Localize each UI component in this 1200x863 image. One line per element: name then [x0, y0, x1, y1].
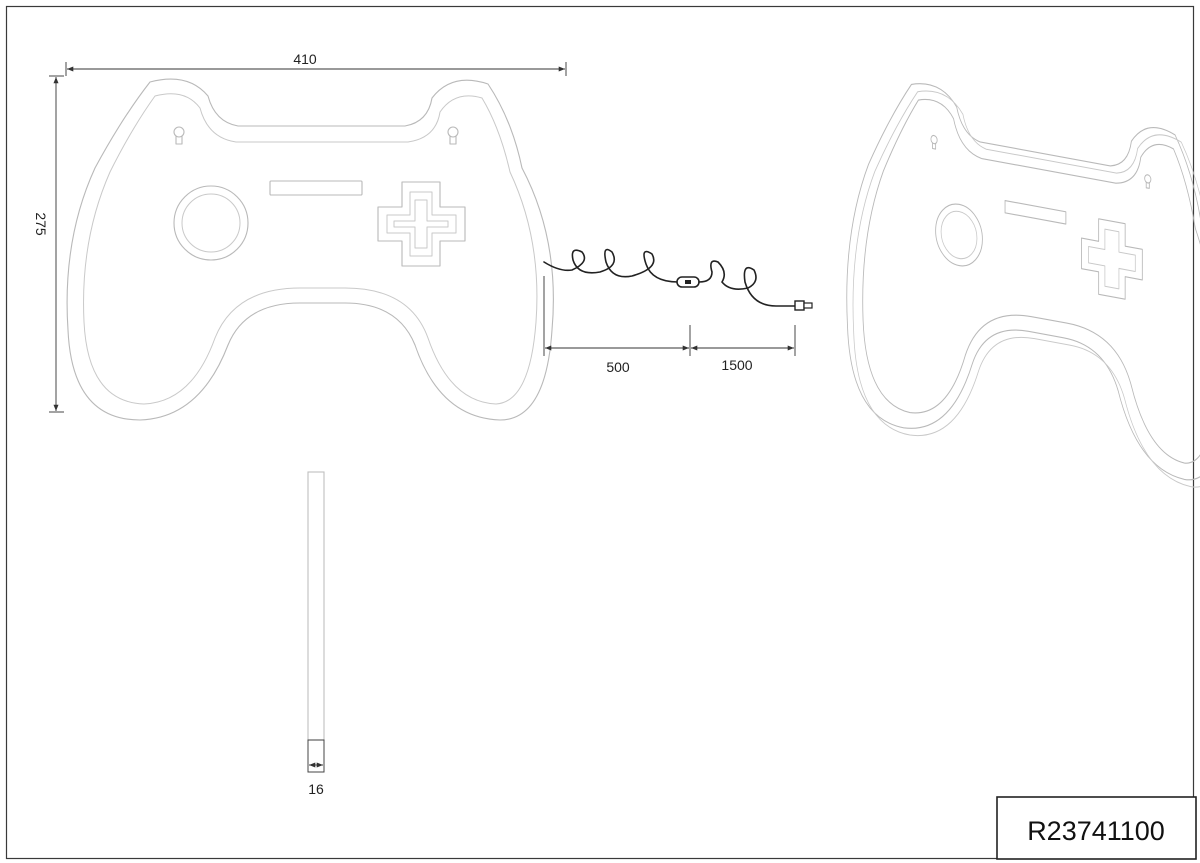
front-view-gamepad-outline-icon — [66, 78, 554, 421]
product-code-box: R23741100 — [996, 796, 1197, 860]
cable-dimensions: 500 1500 — [543, 276, 796, 375]
width-label: 410 — [293, 51, 317, 67]
product-code-label: R23741100 — [1027, 816, 1165, 846]
cable-length-a-label: 500 — [606, 359, 630, 375]
keyhole-icon — [930, 134, 938, 150]
joystick-ring-icon — [173, 185, 249, 261]
height-dimension: 275 — [33, 75, 64, 413]
side-view-profile: 16 — [307, 471, 325, 797]
inline-switch-icon — [676, 276, 700, 288]
keyhole-icon — [173, 126, 185, 145]
keyhole-icon — [1144, 174, 1152, 189]
coiled-cable-icon — [543, 248, 813, 311]
usb-plug-icon — [794, 300, 813, 311]
cable-length-b-label: 1500 — [721, 357, 752, 373]
perspective-view-gamepad-perspective-icon — [846, 68, 1200, 495]
keyhole-icon — [447, 126, 459, 145]
depth-label: 16 — [308, 781, 324, 797]
height-label: 275 — [33, 212, 49, 236]
select-bar-icon — [269, 180, 363, 196]
dpad-cross-icon — [377, 181, 466, 267]
width-dimension: 410 — [65, 51, 567, 76]
sheet-border — [5, 5, 1195, 860]
